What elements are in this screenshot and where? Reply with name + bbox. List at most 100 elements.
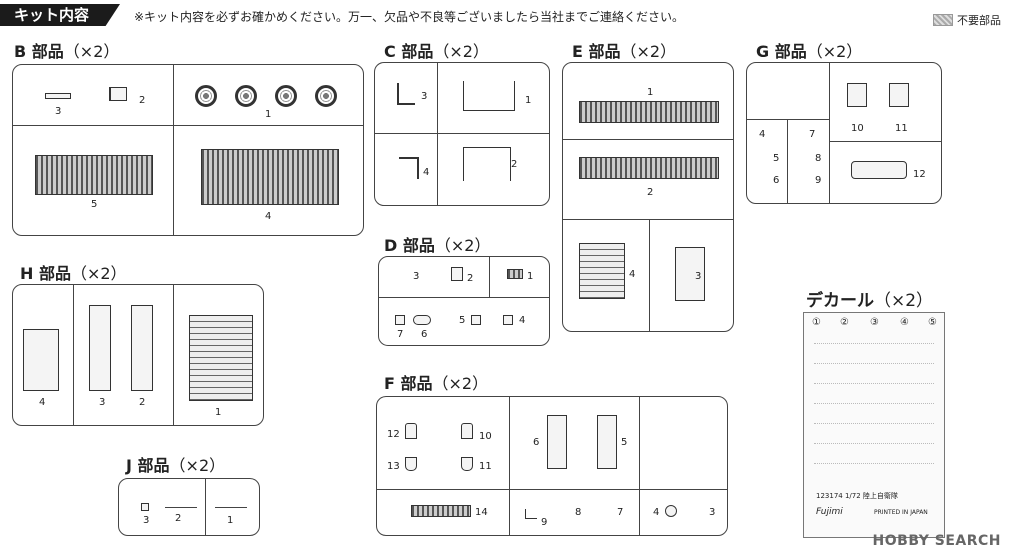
part-f9 [525, 509, 537, 519]
label-c2: 2 [511, 159, 518, 170]
label-g5: 5 [773, 153, 780, 164]
part-g11 [889, 83, 909, 107]
label-c4: 4 [423, 167, 430, 178]
part-d1 [507, 269, 523, 279]
part-d2 [451, 267, 463, 281]
part-h2 [131, 305, 153, 391]
part-f12 [405, 423, 417, 439]
label-f4: 4 [653, 507, 660, 518]
wheel-icon [275, 85, 297, 107]
part-c4 [399, 157, 419, 179]
label-g10: 10 [851, 123, 864, 134]
section-title-g: G 部品（×2） [756, 42, 863, 61]
label-g7: 7 [809, 129, 816, 140]
legend-unused-parts: 不要部品 [933, 12, 1001, 28]
part-f5 [597, 415, 617, 469]
decal-col-3: ③ [870, 317, 879, 328]
part-f10 [461, 423, 473, 439]
label-j1: 1 [227, 515, 234, 526]
wheel-icon [195, 85, 217, 107]
part-e3 [675, 247, 705, 301]
part-h4 [23, 329, 59, 391]
part-f4 [665, 505, 677, 517]
label-f8: 8 [575, 507, 582, 518]
watermark: HOBBY SEARCH [872, 533, 1001, 549]
label-h4: 4 [39, 397, 46, 408]
label-g4: 4 [759, 129, 766, 140]
decal-maker-logo: Fujimi [816, 507, 843, 517]
label-f5: 5 [621, 437, 628, 448]
label-d6: 6 [421, 329, 428, 340]
label-g11: 11 [895, 123, 908, 134]
runner-b: 3 2 1 5 4 [12, 64, 364, 236]
label-e3: 3 [695, 271, 702, 282]
label-f11: 11 [479, 461, 492, 472]
runner-g: 10 11 4 7 5 8 6 9 12 [746, 62, 942, 204]
part-f14 [411, 505, 471, 517]
label-f10: 10 [479, 431, 492, 442]
label-d1: 1 [527, 271, 534, 282]
part-d4 [503, 315, 513, 325]
part-b3 [45, 93, 71, 99]
part-b5-chassis [35, 155, 153, 195]
part-e4 [579, 243, 625, 299]
section-title-e: E 部品（×2） [572, 42, 677, 61]
wheel-icon [235, 85, 257, 107]
label-h1: 1 [215, 407, 222, 418]
section-title-j: J 部品（×2） [126, 456, 226, 475]
label-d2: 2 [467, 273, 474, 284]
label-b2: 2 [139, 95, 146, 106]
part-j3 [141, 503, 149, 511]
decal-col-5: ⑤ [928, 317, 937, 328]
label-f6: 6 [533, 437, 540, 448]
label-d5: 5 [459, 315, 466, 326]
part-b4-bed [201, 149, 339, 205]
runner-e: 1 2 4 3 [562, 62, 734, 332]
runner-d: 3 2 1 7 6 5 4 [378, 256, 550, 346]
part-f6 [547, 415, 567, 469]
part-e1-frame [579, 101, 719, 123]
unused-swatch-icon [933, 14, 953, 26]
decal-col-2: ② [840, 317, 849, 328]
decal-sheet: ① ② ③ ④ ⑤ 123174 1/72 陸上自衛隊 Fujimi PRINT… [803, 312, 945, 538]
label-f13: 13 [387, 461, 400, 472]
part-d6 [413, 315, 431, 325]
label-f9: 9 [541, 517, 548, 528]
part-b2 [109, 87, 127, 101]
section-title-d: D 部品（×2） [384, 236, 491, 255]
label-d7: 7 [397, 329, 404, 340]
part-g10 [847, 83, 867, 107]
section-title-h: H 部品（×2） [20, 264, 127, 283]
legend-label: 不要部品 [957, 14, 1001, 27]
part-h1 [189, 315, 253, 401]
decal-printed: PRINTED IN JAPAN [874, 509, 928, 516]
label-g8: 8 [815, 153, 822, 164]
label-d3: 3 [413, 271, 420, 282]
decal-col-4: ④ [900, 317, 909, 328]
label-h3: 3 [99, 397, 106, 408]
decal-col-1: ① [812, 317, 821, 328]
part-d5 [471, 315, 481, 325]
label-b4: 4 [265, 211, 272, 222]
runner-c: 3 1 4 2 [374, 62, 550, 206]
label-c3: 3 [421, 91, 428, 102]
wheel-icon [315, 85, 337, 107]
section-title-decal: デカール（×2） [806, 291, 934, 311]
label-g9: 9 [815, 175, 822, 186]
label-f7: 7 [617, 507, 624, 518]
section-title-c: C 部品（×2） [384, 42, 489, 61]
kit-notice: ※キット内容を必ずお確かめください。万一、欠品や不良等ございましたら当社までご連… [134, 10, 685, 24]
label-j3: 3 [143, 515, 150, 526]
part-c1 [463, 81, 515, 111]
part-c2 [463, 147, 511, 181]
decal-footer: 123174 1/72 陸上自衛隊 [816, 492, 898, 500]
part-f13 [405, 457, 417, 471]
runner-f: 12 10 13 11 6 5 14 9 8 7 4 3 [376, 396, 728, 536]
label-f3: 3 [709, 507, 716, 518]
label-e1: 1 [647, 87, 654, 98]
label-c1: 1 [525, 95, 532, 106]
label-g12: 12 [913, 169, 926, 180]
part-d7 [395, 315, 405, 325]
label-b5: 5 [91, 199, 98, 210]
part-e2-frame [579, 157, 719, 179]
